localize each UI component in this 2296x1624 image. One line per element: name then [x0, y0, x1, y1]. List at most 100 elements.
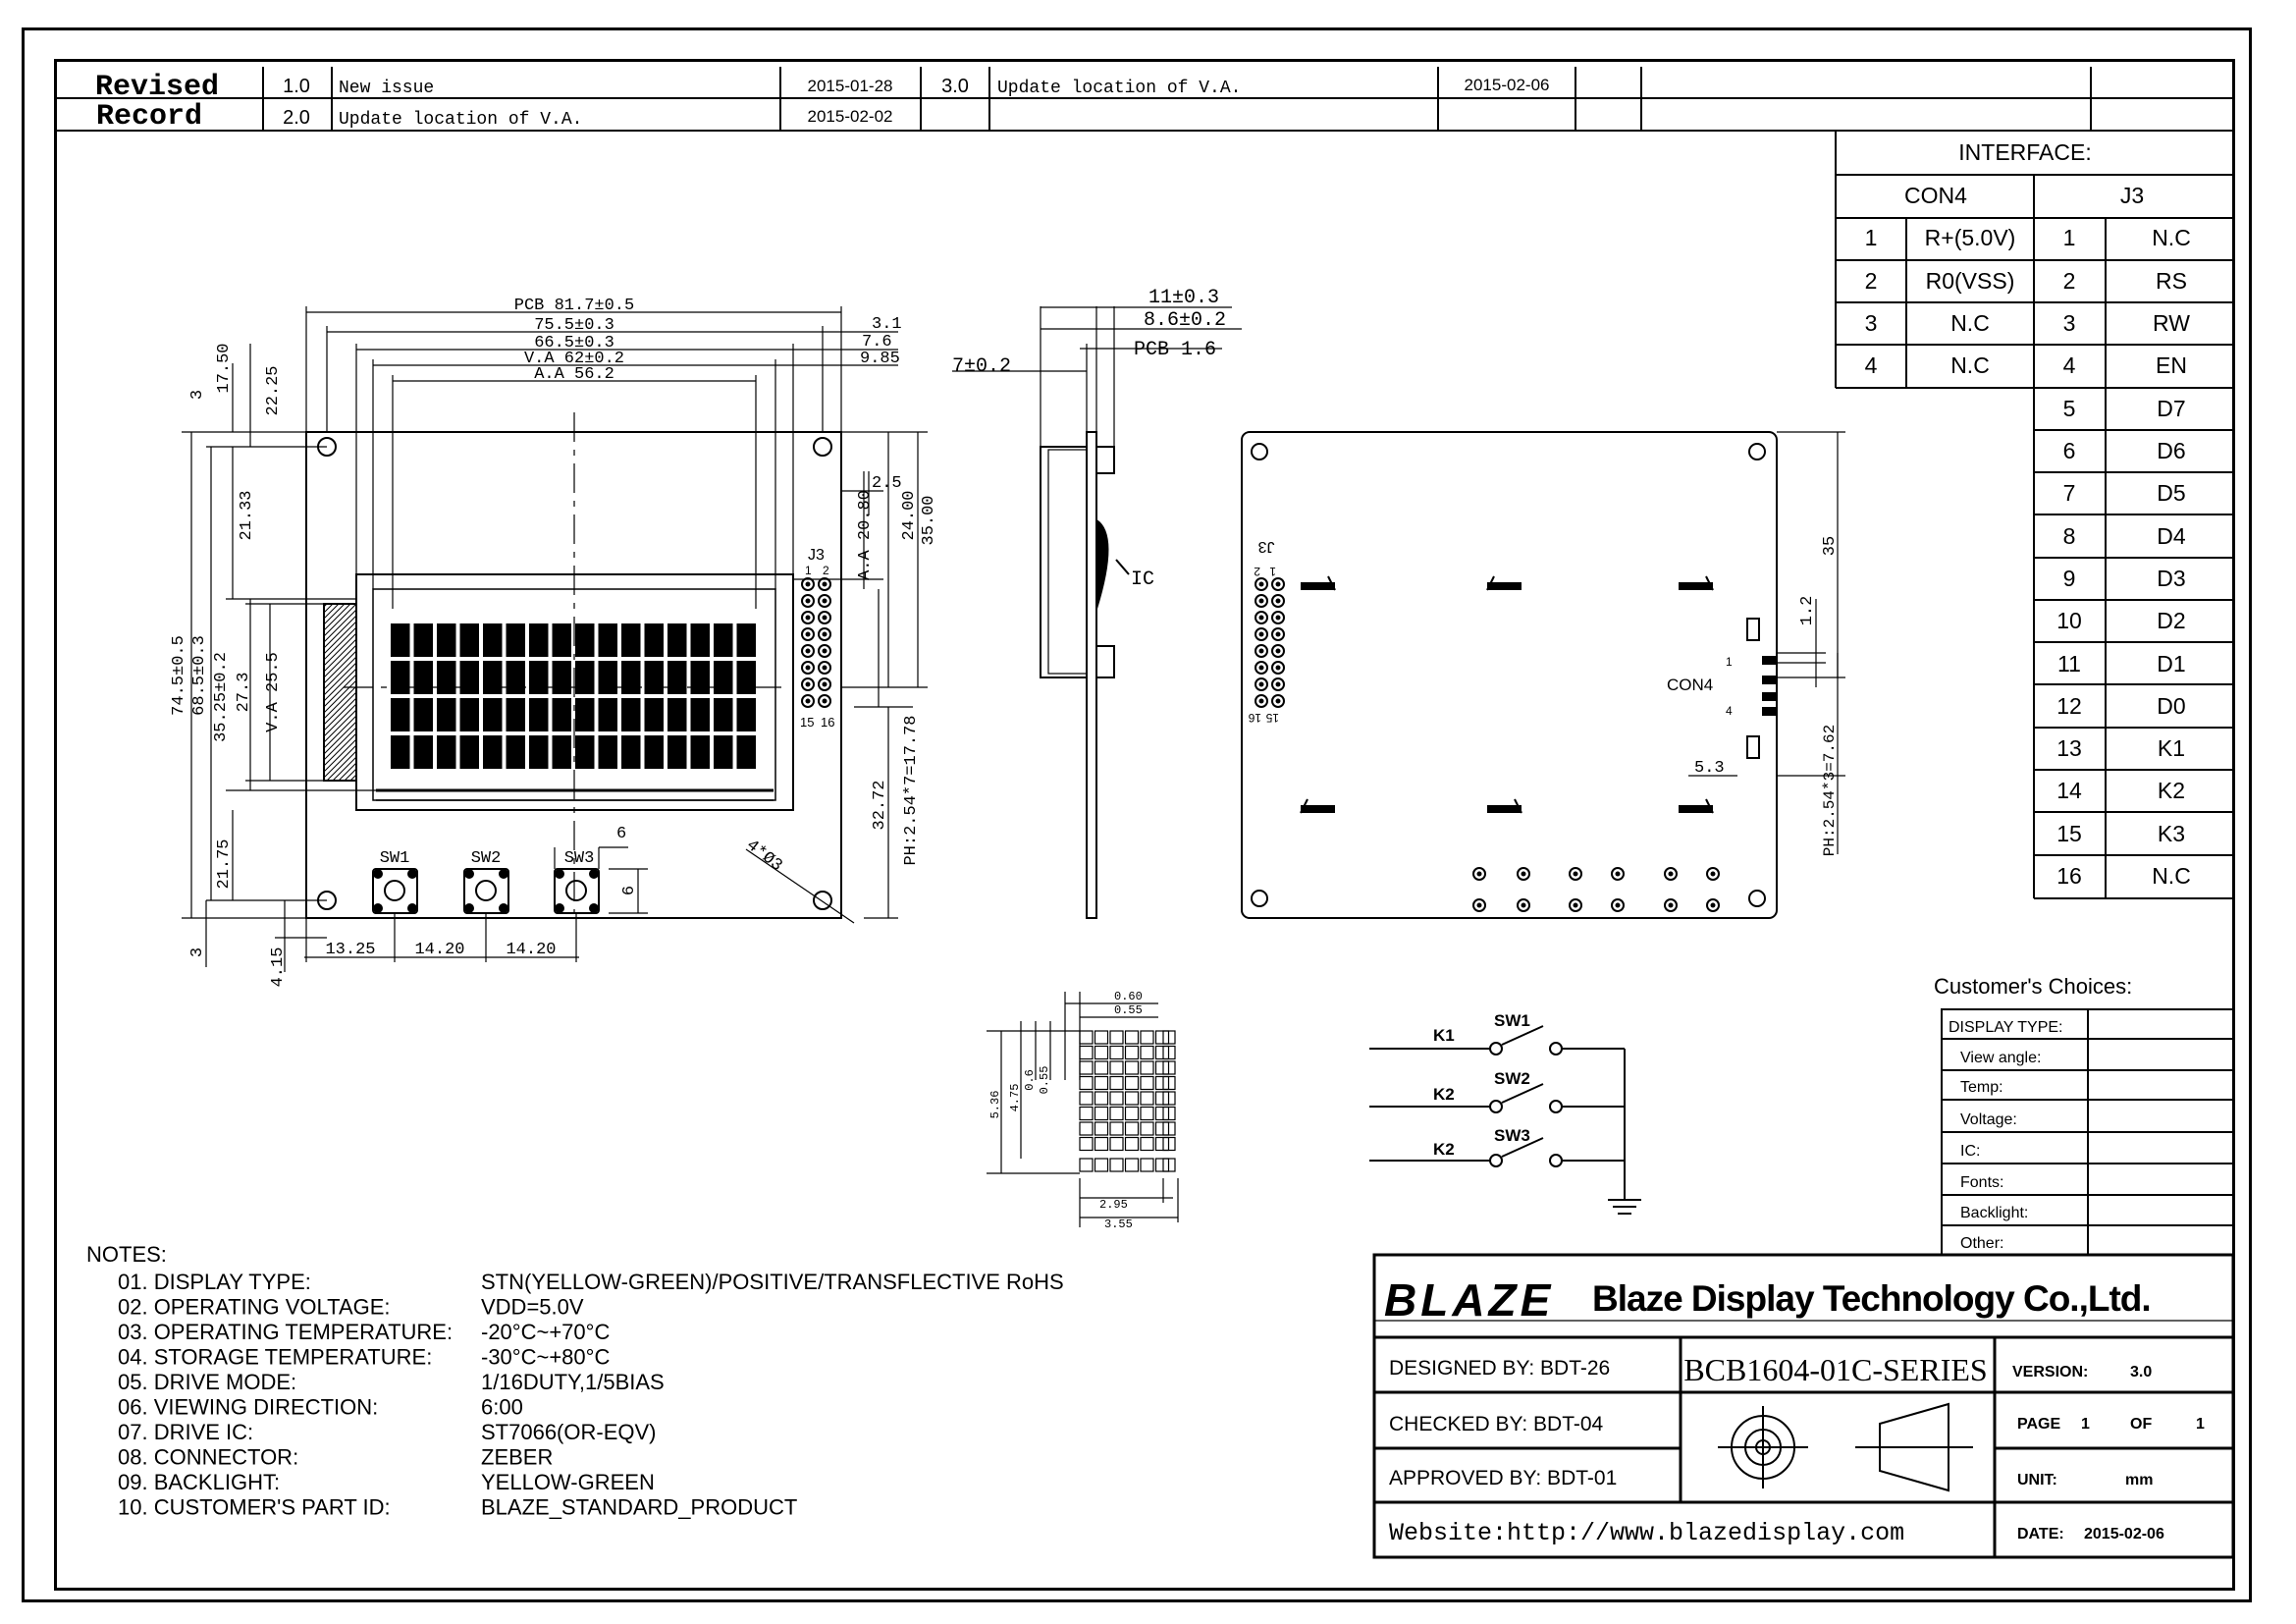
chip-mark-tick — [1705, 575, 1714, 591]
back-sw-pad — [1517, 898, 1530, 912]
front-sw2 — [463, 868, 509, 914]
back-j3-pad — [1271, 644, 1285, 658]
customer-row-4: Voltage: — [1960, 1111, 2017, 1128]
con4-pin-3: 3 — [1865, 310, 1878, 336]
char-cell — [598, 698, 617, 731]
back-switch-pads — [1472, 867, 1720, 912]
back-j3-pad-hole — [1258, 681, 1264, 687]
version-value: 3.0 — [2130, 1364, 2152, 1380]
char-cell — [552, 661, 571, 694]
back-view — [1241, 431, 1845, 919]
j3-title: J3 — [2120, 183, 2144, 208]
char-cell — [644, 698, 664, 731]
dot-cell — [1154, 1091, 1170, 1106]
back-sw-pad — [1664, 898, 1678, 912]
front-j3-pad — [818, 594, 831, 608]
page-value: 1 — [2081, 1416, 2090, 1433]
interface-title: INTERFACE: — [1958, 139, 2091, 165]
back-j3-pad-hole — [1275, 631, 1281, 637]
j3-pin-2: 2 — [2063, 268, 2076, 294]
chip-mark — [1301, 805, 1335, 813]
back-j3-pad — [1255, 594, 1268, 608]
dot-dim-060: 0.60 — [1114, 990, 1143, 1003]
back-sw-pad — [1664, 867, 1678, 881]
dot-cell — [1124, 1091, 1140, 1106]
back-j3-pad-hole — [1275, 681, 1281, 687]
dim-66: 66.5±0.3 — [534, 334, 614, 352]
dim-v3500: 35.00 — [920, 495, 938, 545]
char-cell — [714, 623, 733, 657]
back-j3-pad-hole — [1258, 581, 1264, 587]
front-j3-pad — [801, 611, 815, 624]
char-cell — [621, 698, 641, 731]
char-cell — [644, 661, 664, 694]
dim-v3272: 32.72 — [871, 780, 889, 830]
char-cell — [575, 698, 595, 731]
back-j3-pad — [1255, 611, 1268, 624]
front-sw1 — [372, 868, 418, 914]
side-ic: IC — [1131, 568, 1154, 591]
interface-text: INTERFACE: CON4 J3 1 R+(5.0V) 2 R0(VSS) … — [1865, 139, 2145, 378]
dim-pcb: PCB 81.7±0.5 — [514, 297, 634, 315]
dim-d6b: 6 — [620, 886, 639, 895]
dot-cell — [1079, 1091, 1094, 1106]
note-value-8: ZEBER — [481, 1445, 553, 1470]
dim-v685: 68.5±0.3 — [190, 635, 209, 716]
back-j3-pad — [1271, 611, 1285, 624]
dot-cell — [1079, 1045, 1094, 1060]
j3-name-9: D3 — [2157, 566, 2185, 591]
back-sw-pad-hole — [1710, 871, 1716, 877]
front-j3-pad-hole — [805, 631, 811, 637]
note-value-4: -30°C~+80°C — [481, 1345, 610, 1370]
dot-cell — [1124, 1075, 1140, 1091]
front-j3-pad — [801, 627, 815, 641]
char-cell — [529, 698, 549, 731]
back-dim-ph: PH:2.54*3=7.62 — [1821, 725, 1839, 856]
customer-row-6: Fonts: — [1960, 1174, 2003, 1191]
front-j3-pad — [801, 577, 815, 591]
j3-pin-6: 6 — [2063, 438, 2076, 463]
front-char-grid — [391, 623, 756, 769]
dot-cursor — [1124, 1158, 1140, 1172]
back-sw-pad-hole — [1710, 902, 1716, 908]
back-sw-pad-hole — [1521, 871, 1526, 877]
dot-cell — [1094, 1030, 1109, 1045]
back-con4-pads — [1762, 656, 1776, 716]
char-cell — [391, 661, 410, 694]
char-cell — [552, 623, 571, 657]
front-j3-pad-hole — [822, 631, 828, 637]
front-j3-pad-hole — [805, 648, 811, 654]
side-lcd — [1040, 446, 1088, 678]
dim-v3: 3 — [188, 390, 207, 400]
sw2-label: SW2 — [471, 849, 502, 868]
revision-record — [57, 67, 2233, 132]
dim-v415: 4.15 — [269, 947, 288, 988]
char-cell — [575, 623, 595, 657]
dot-cell — [1109, 1075, 1124, 1091]
note-label-7: 07. DRIVE IC: — [118, 1420, 253, 1444]
website[interactable]: Website:http://www.blazedisplay.com — [1389, 1519, 1904, 1547]
back-dim-53: 5.3 — [1694, 759, 1725, 778]
j3-name-12: D0 — [2157, 693, 2185, 719]
con4-title: CON4 — [1904, 183, 1967, 208]
dim-v2133: 21.33 — [238, 490, 256, 540]
circuit-sw1: SW1 — [1494, 1011, 1530, 1030]
char-cell — [437, 698, 456, 731]
char-cell — [506, 661, 525, 694]
char-cell — [621, 661, 641, 694]
dim-985: 9.85 — [860, 350, 900, 368]
chip-mark — [1301, 582, 1335, 590]
j3-name-15: K3 — [2158, 821, 2185, 846]
char-cell — [736, 661, 756, 694]
projection-symbol — [1718, 1402, 1973, 1492]
char-cell — [575, 735, 595, 769]
dim-76: 7.6 — [862, 333, 892, 352]
front-j3-pad-hole — [805, 615, 811, 621]
j3-name-4: EN — [2156, 352, 2187, 378]
dim-75: 75.5±0.3 — [534, 316, 614, 335]
front-j3-pad-hole — [805, 681, 811, 687]
dot-cell — [1109, 1121, 1124, 1136]
drawing-outer-frame — [22, 27, 2252, 1602]
back-sw-pad — [1569, 867, 1582, 881]
back-sw-pad — [1517, 867, 1530, 881]
